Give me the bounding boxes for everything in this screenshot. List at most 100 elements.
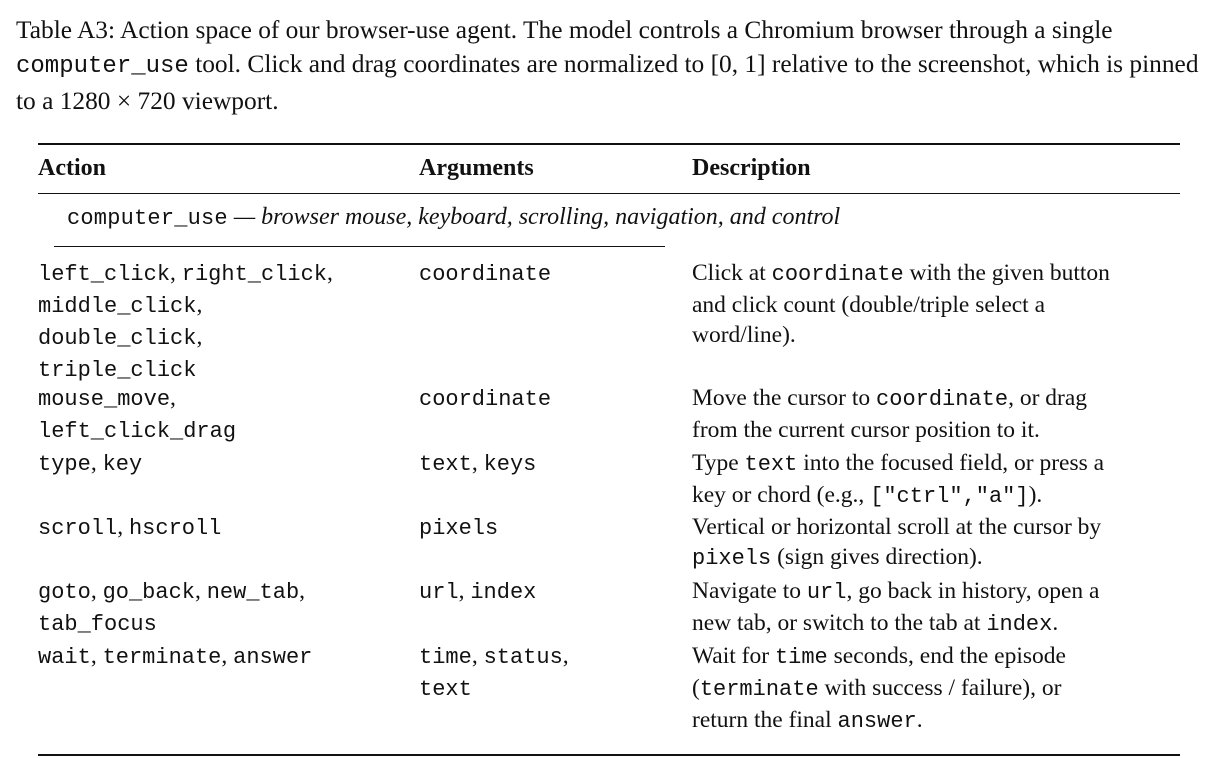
text-run: , or drag (1008, 385, 1088, 411)
code-token: keys (483, 452, 537, 477)
text-run: . (916, 707, 923, 733)
code-token: new_tab (206, 580, 300, 605)
caption-tool-name: computer_use (16, 53, 189, 80)
text-run: , (194, 578, 207, 604)
text-run: , (196, 292, 203, 318)
cell-action: goto, go_back, new_tab,tab_focus (38, 576, 398, 640)
code-token: answer (233, 645, 313, 670)
code-token: triple_click (38, 358, 197, 383)
text-run: Type (692, 450, 745, 476)
cell-line: time, status, (419, 641, 569, 673)
table-row: scroll, hscroll pixels Vertical or horizon… (38, 512, 1180, 576)
code-token: double_click (38, 326, 197, 351)
cell-line: word/line). (692, 320, 1182, 350)
code-token: index (470, 580, 537, 605)
text-run: , (196, 324, 203, 350)
code-token: key (102, 452, 143, 477)
text-run: , (458, 578, 471, 604)
text-run: , (170, 260, 182, 286)
cell-line: Type text into the focused field, or pre… (692, 448, 1182, 480)
text-run: , (90, 450, 103, 476)
code-token: coordinate (771, 262, 904, 287)
code-token: right_click (181, 262, 328, 287)
text-run: Vertical or horizontal scroll at the cur… (692, 514, 1102, 540)
text-run: (sign gives direction). (771, 544, 983, 570)
code-token: terminate (102, 645, 222, 670)
code-token: pixels (692, 546, 772, 571)
cell-line: scroll, hscroll (38, 512, 398, 544)
code-token: terminate (699, 677, 819, 702)
text-run: into the focused field, or press a (797, 450, 1105, 476)
code-token: pixels (419, 516, 499, 541)
cell-description: Vertical or horizontal scroll at the cur… (692, 512, 1182, 574)
group-heading-text: computer_use — browser mouse, keyboard, … (67, 204, 840, 231)
code-token: type (38, 452, 91, 477)
cell-line: (terminate with success / failure), or (692, 673, 1182, 705)
code-token: middle_click (38, 294, 197, 319)
table-header-row: Action Arguments Description (38, 145, 1180, 193)
cell-line: url, index (419, 576, 536, 608)
cell-line: tab_focus (38, 608, 398, 640)
header-rule (38, 193, 1180, 194)
cell-arguments: url, index (419, 576, 536, 608)
action-space-table: Action Arguments Description computer_us… (38, 143, 1180, 756)
code-token: index (986, 612, 1053, 637)
cell-description: Type text into the focused field, or pre… (692, 448, 1182, 512)
cell-arguments: pixels (419, 512, 498, 544)
code-token: wait (38, 645, 91, 670)
text-run: ). (1028, 482, 1043, 508)
table-bottom-rule (38, 754, 1180, 756)
code-token: left_click_drag (38, 419, 237, 444)
code-token: time (774, 645, 828, 670)
cell-line: double_click, (38, 322, 398, 354)
cell-description: Navigate to url, go back in history, ope… (692, 576, 1182, 640)
code-token: scroll (38, 516, 118, 541)
text-run: , (170, 385, 176, 411)
text-run: Navigate to (692, 578, 807, 604)
caption-lead: Table A3: Action space of our browser-us… (16, 16, 1113, 44)
text-run: with success / failure), or (818, 675, 1062, 701)
cell-line: text, keys (419, 448, 536, 480)
group-heading: computer_use — browser mouse, keyboard, … (38, 194, 1180, 254)
cell-line: new tab, or switch to the tab at index. (692, 608, 1182, 640)
group-title: — browser mouse, keyboard, scrolling, na… (233, 204, 841, 230)
text-run: Wait for (692, 643, 775, 669)
text-run: return the final (692, 707, 838, 733)
code-token: hscroll (128, 516, 222, 541)
text-run: , (90, 578, 103, 604)
cell-action: mouse_move, left_click_drag (38, 383, 398, 447)
cell-action: type, key (38, 448, 398, 480)
cell-line: Wait for time seconds, end the episode (692, 641, 1182, 673)
cell-line: coordinate (419, 258, 551, 290)
cell-line: key or chord (e.g., ["ctrl","a"]). (692, 480, 1182, 512)
text-run: , (471, 450, 484, 476)
cell-line: return the final answer. (692, 705, 1182, 737)
cell-action: wait, terminate, answer (38, 641, 398, 673)
code-token: left_click (38, 262, 171, 287)
cell-action: scroll, hscroll (38, 512, 398, 544)
cell-line: pixels (sign gives direction). (692, 542, 1182, 574)
table-body: left_click, right_click,middle_click,dou… (38, 258, 1180, 754)
code-token: text (419, 452, 472, 477)
code-token: coordinate (419, 262, 552, 287)
cell-arguments: time, status,text (419, 641, 569, 705)
cell-arguments: text, keys (419, 448, 536, 480)
cell-line: Click at coordinate with the given butto… (692, 258, 1182, 290)
code-token: goto (38, 580, 91, 605)
text-run: Click at (692, 260, 772, 286)
cell-line: mouse_move, (38, 383, 398, 415)
table-top-rule (38, 143, 1180, 145)
cell-line: middle_click, (38, 290, 398, 322)
code-token: coordinate (876, 387, 1009, 412)
code-token: text (744, 452, 798, 477)
text-run: new tab, or switch to the tab at (692, 610, 987, 636)
code-token: status (483, 645, 563, 670)
text-run: seconds, end the episode (827, 643, 1066, 669)
cell-line: and click count (double/triple select a (692, 290, 1182, 320)
cell-line: wait, terminate, answer (38, 641, 398, 673)
text-run: , (327, 260, 333, 286)
group-tool-name: computer_use (67, 206, 228, 231)
